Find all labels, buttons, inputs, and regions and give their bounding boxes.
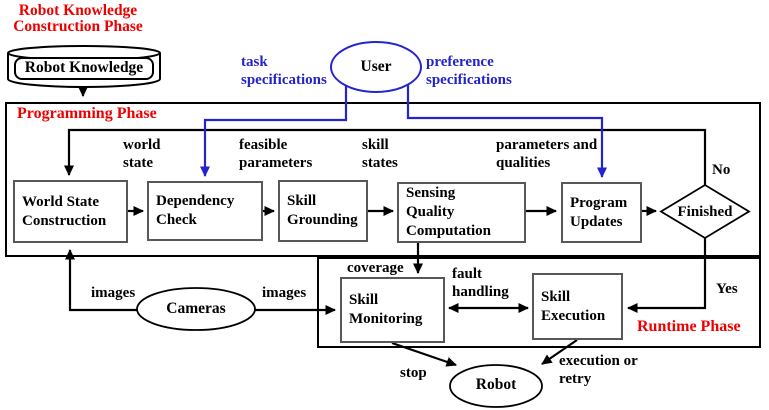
node-world-state-construction-label: World State Construction (22, 193, 107, 229)
execution-or-retry-label: execution or retry (559, 353, 638, 387)
node-skill-grounding-label: Skill Grounding (287, 193, 358, 228)
preference-specifications-label: preference specifications (426, 54, 512, 88)
parameters-and-qualities-label: parameters and qualities (496, 137, 598, 171)
node-skill-grounding: Skill Grounding (278, 180, 368, 242)
arrow-task-specs-to-dependency (200, 86, 348, 177)
images-right-label: images (262, 285, 307, 301)
node-sensing-quality-computation: Sensing Quality Computation (397, 182, 526, 243)
runtime-phase-title: Runtime Phase (637, 318, 741, 335)
node-skill-monitoring-label: Skill Monitoring (349, 292, 423, 327)
cameras-ellipse (136, 287, 256, 331)
node-skill-monitoring: Skill Monitoring (340, 277, 445, 343)
node-dependency-check: Dependency Check (147, 181, 263, 241)
images-left-label: images (91, 285, 136, 301)
task-specifications-label: task specifications (241, 54, 327, 88)
programming-phase-box (5, 102, 761, 257)
node-sensing-quality-computation-label: Sensing Quality Computation (406, 185, 492, 239)
coverage-label: coverage (347, 260, 404, 276)
arrow-cameras-to-world-state (65, 249, 137, 312)
node-program-updates: Program Updates (561, 182, 642, 243)
no-label: No (712, 162, 731, 178)
programming-phase-title: Programming Phase (17, 105, 157, 122)
fault-handling-label: fault handling (452, 266, 509, 300)
node-program-updates-label: Program Updates (570, 194, 628, 230)
world-state-label: world state (123, 137, 161, 171)
yes-label: Yes (716, 281, 738, 297)
robot-ellipse (449, 364, 543, 408)
finished-label: Finished (677, 204, 733, 220)
feasible-parameters-label: feasible parameters (239, 137, 313, 171)
arrow-yes-to-skill-execution (627, 238, 707, 313)
robot-knowledge-cylinder (7, 45, 161, 88)
arrow-no-feedback-to-world-state (64, 128, 707, 185)
runtime-phase-box (317, 257, 761, 348)
arrow-monitoring-to-robot (391, 341, 457, 367)
robot-knowledge-label: Robot Knowledge (24, 59, 144, 76)
node-dependency-check-label: Dependency Check (156, 193, 235, 228)
arrow-preference-specs-to-updates (406, 85, 607, 178)
robot-label: Robot (475, 376, 517, 393)
finished-diamond (659, 183, 751, 240)
arrow-execution-to-robot (541, 339, 578, 365)
cameras-label: Cameras (166, 300, 226, 317)
node-skill-execution-label: Skill Execution (541, 288, 606, 324)
node-skill-execution: Skill Execution (532, 273, 623, 340)
construction-phase-title: Robot Knowledge Construction Phase (13, 2, 143, 35)
stop-label: stop (400, 365, 427, 381)
skill-states-label: skill states (362, 137, 398, 171)
node-world-state-construction: World State Construction (13, 180, 128, 243)
user-ellipse (330, 41, 422, 93)
user-label: User (360, 58, 392, 75)
